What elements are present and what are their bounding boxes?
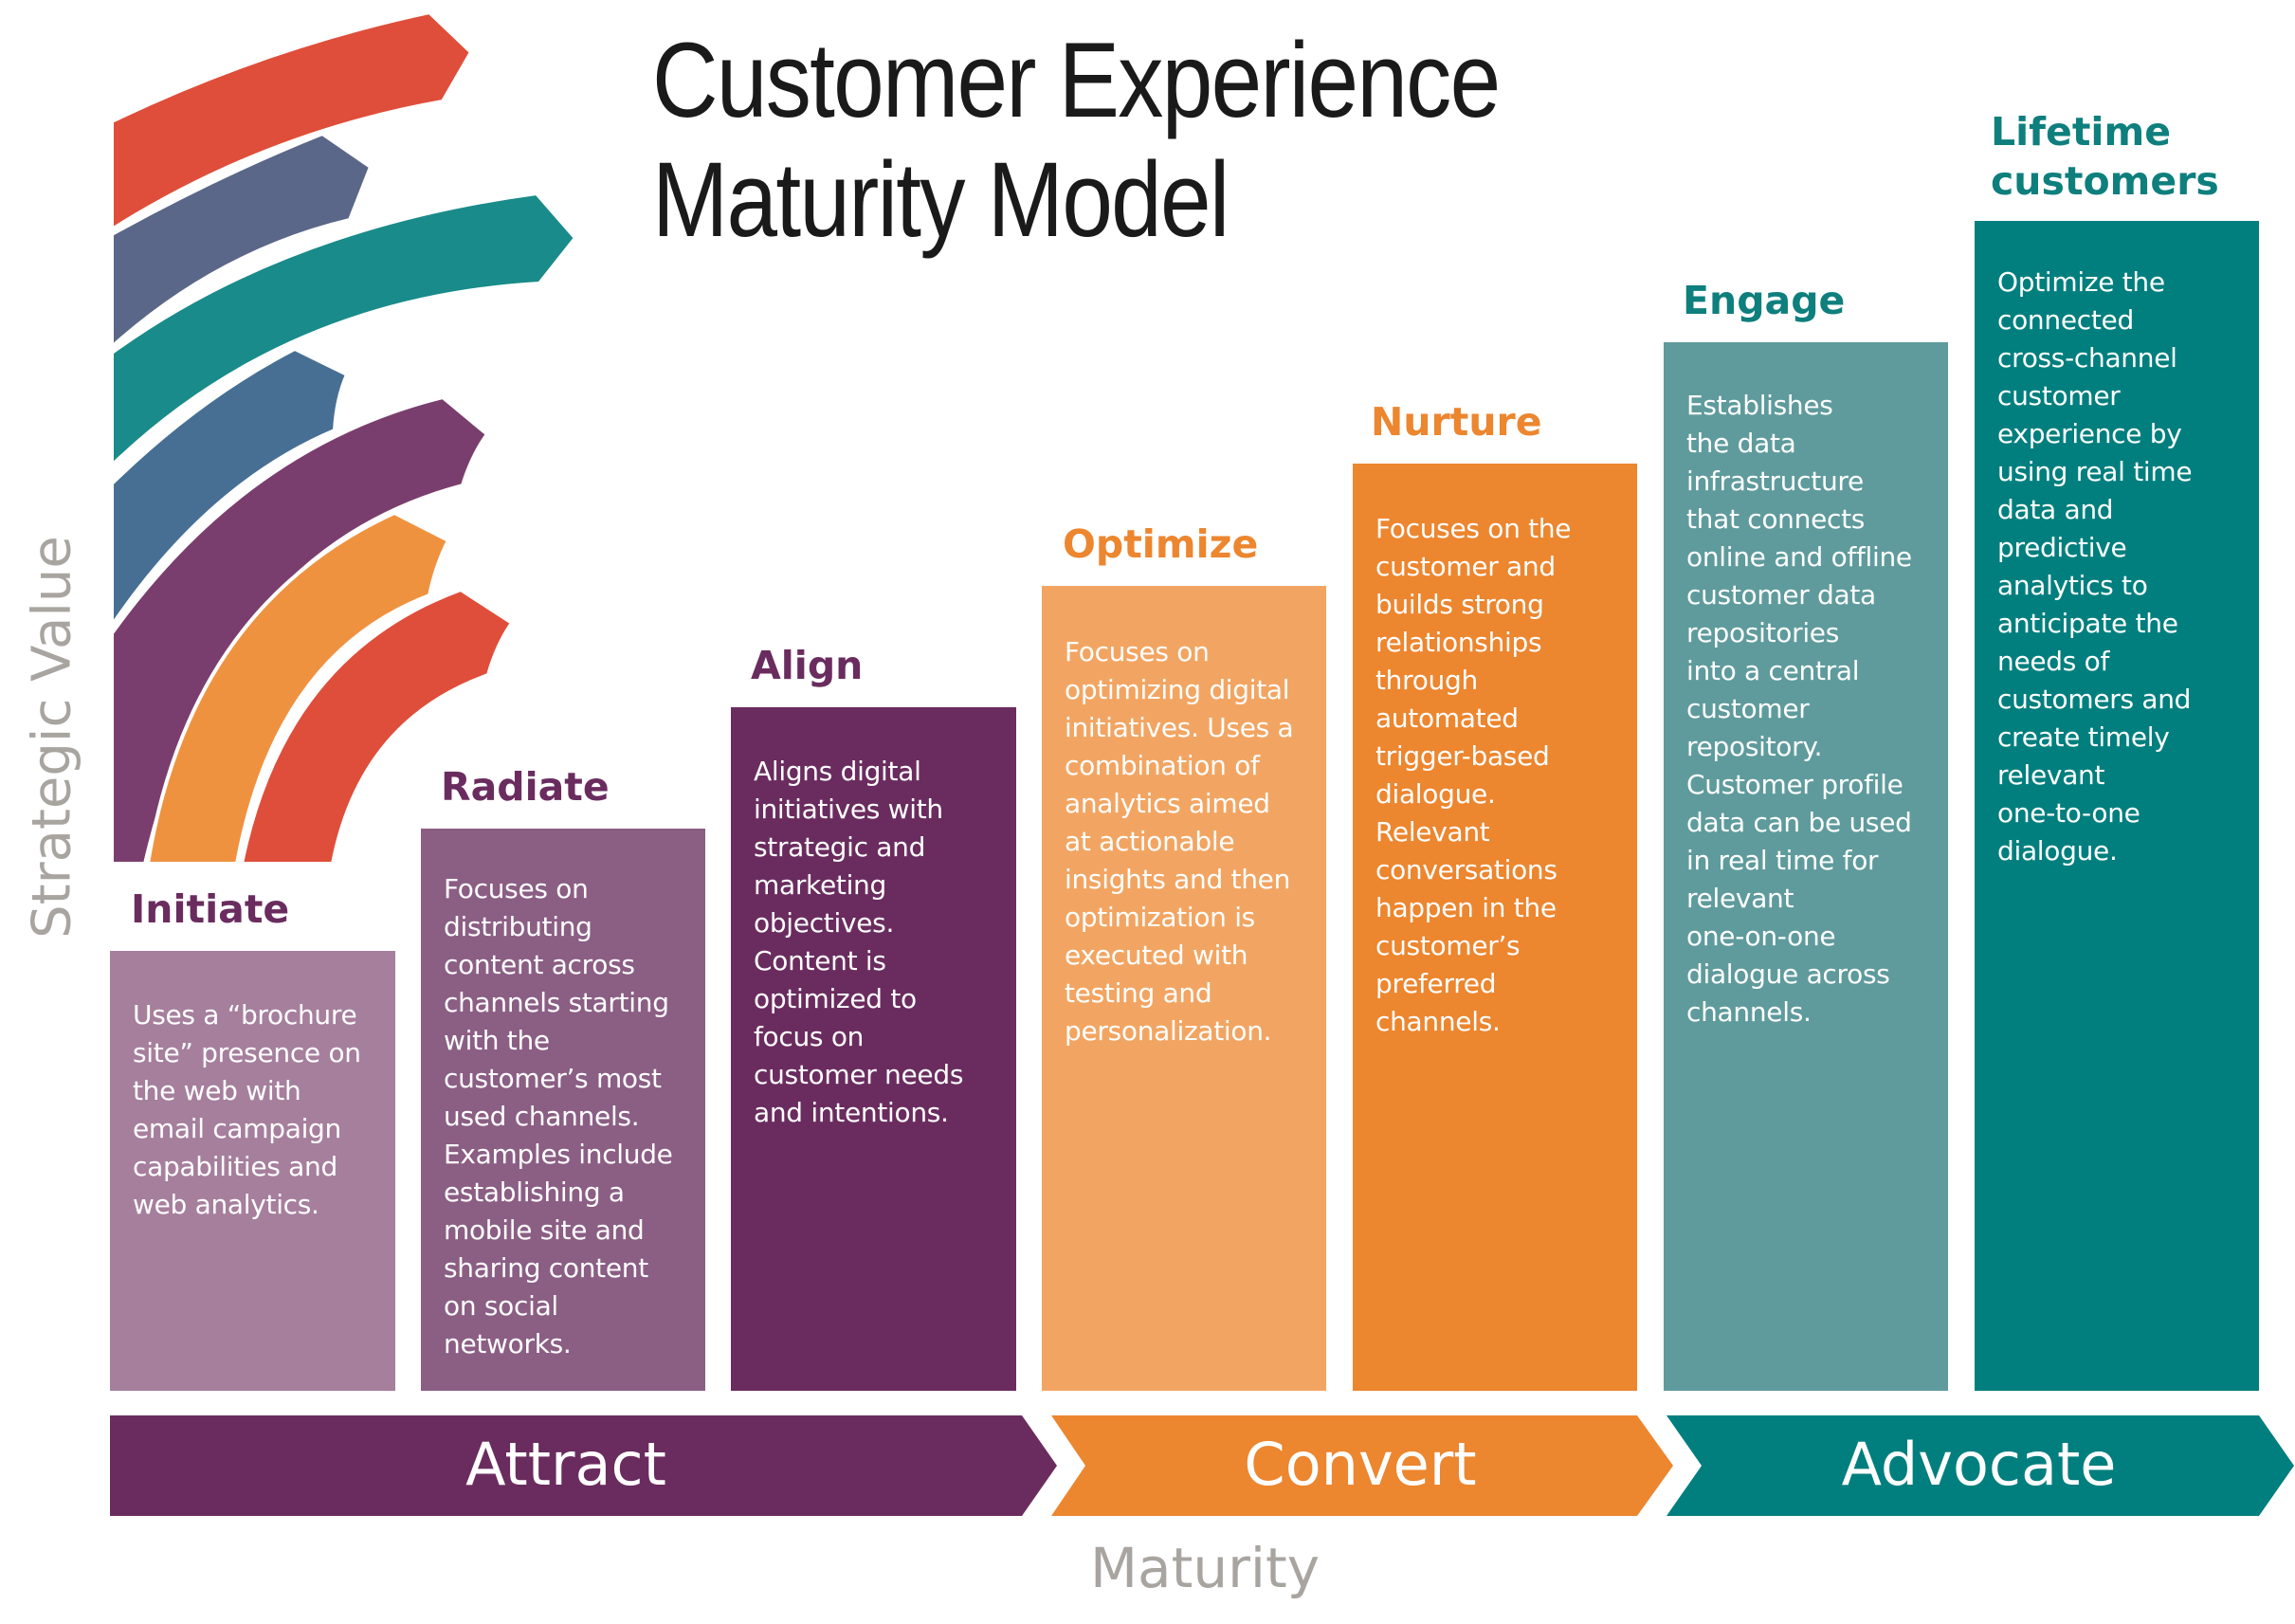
arc-slate — [110, 131, 373, 352]
page-title: Customer Experience Maturity Model — [652, 21, 1637, 260]
stage-text-align: Aligns digital initiatives with strategi… — [754, 756, 964, 1128]
phase-bands — [110, 1415, 2294, 1516]
title-line-2: Maturity Model — [652, 140, 1229, 259]
stage-title-nurture: Nurture — [1371, 399, 1542, 445]
stage-box-nurture — [1353, 464, 1637, 1391]
stage-box-lifetime — [1975, 221, 2259, 1391]
arc-red-bottom — [239, 587, 515, 866]
arc-red-top — [110, 9, 474, 233]
stage-description-optimize: Focuses on optimizing digital initiative… — [1042, 607, 1326, 1050]
stage-text-lifetime: Optimize the connected cross-channel cus… — [1997, 266, 2193, 867]
stage-box-engage — [1664, 342, 1948, 1391]
stage-box-align — [731, 707, 1016, 1391]
arc-teal — [110, 191, 578, 470]
stage-title-radiate: Radiate — [441, 764, 610, 810]
title-line-1: Customer Experience — [652, 21, 1501, 139]
stage-text-initiate: Uses a “brochure site” presence on the w… — [133, 999, 361, 1220]
phase-label-advocate: Advocate — [1841, 1430, 2117, 1499]
stage-description-radiate: Focuses on distributing content across c… — [421, 844, 705, 1363]
phase-band-attract — [110, 1415, 1057, 1516]
stage-text-nurture: Focuses on the customer and builds stron… — [1375, 513, 1572, 1037]
phase-band-advocate — [1667, 1415, 2294, 1516]
stage-description-lifetime: Optimize the connected cross-channel cus… — [1975, 237, 2259, 870]
arc-orange — [145, 510, 451, 866]
stage-text-radiate: Focuses on distributing content across c… — [444, 873, 673, 1359]
stage-title-engage: Engage — [1683, 278, 1846, 323]
stage-description-engage: Establishes the data infrastructure that… — [1664, 360, 1948, 1031]
stage-box-radiate — [421, 829, 705, 1391]
stage-description-initiate: Uses a “brochure site” presence on the w… — [110, 970, 394, 1224]
stage-box-initiate — [110, 951, 395, 1391]
phase-label-attract: Attract — [465, 1430, 666, 1499]
stage-boxes — [110, 221, 2259, 1391]
stage-title-align: Align — [751, 643, 864, 688]
stage-box-optimize — [1042, 586, 1326, 1391]
phase-band-convert — [1051, 1415, 1673, 1516]
phase-label-convert: Convert — [1244, 1430, 1477, 1499]
stage-title-initiate: Initiate — [131, 886, 290, 932]
stage-description-align: Aligns digital initiatives with strategi… — [731, 726, 1015, 1132]
radiating-arcs — [110, 9, 578, 866]
stage-title-lifetime: Lifetime customers — [1991, 109, 2219, 204]
stage-text-optimize: Focuses on optimizing digital initiative… — [1065, 636, 1294, 1047]
arc-blue — [110, 346, 350, 632]
x-axis-label: Maturity — [1090, 1536, 1321, 1600]
stage-text-engage: Establishes the data infrastructure that… — [1686, 390, 1912, 1028]
y-axis-label: Strategic Value — [21, 536, 83, 939]
stage-description-nurture: Focuses on the customer and builds stron… — [1353, 484, 1637, 1041]
stage-title-optimize: Optimize — [1063, 521, 1259, 567]
